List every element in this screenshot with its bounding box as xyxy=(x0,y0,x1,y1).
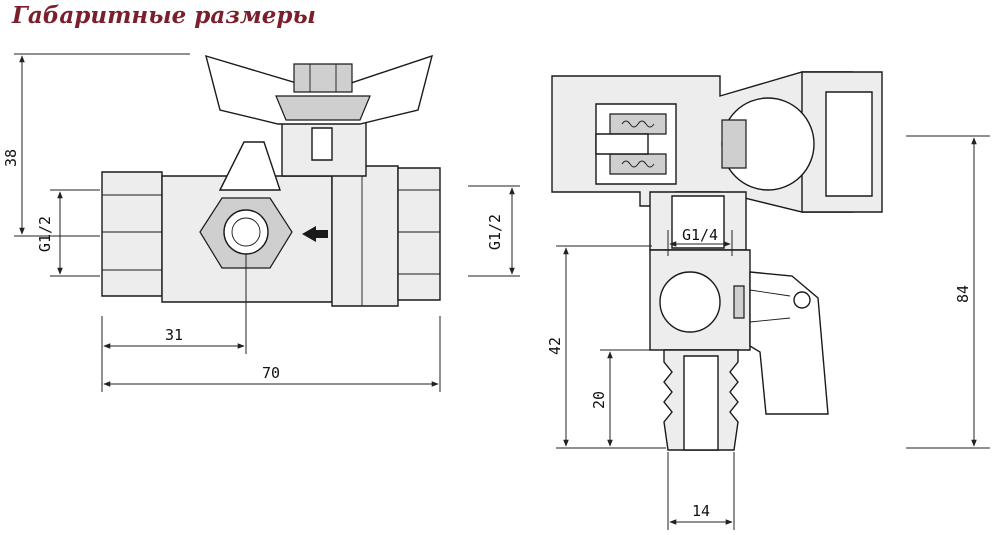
dim-spigot-20: 20 xyxy=(590,391,608,409)
dim-diameter-14: 14 xyxy=(692,502,710,520)
dim-thread-left: G1/2 xyxy=(36,216,54,252)
dim-height-38: 38 xyxy=(2,149,20,167)
right-dimensions xyxy=(556,135,990,530)
drawing-title: Габаритные размеры xyxy=(12,2,316,29)
dim-offset-31: 31 xyxy=(165,326,183,344)
dim-thread-g14: G1/4 xyxy=(682,226,718,244)
dim-length-70: 70 xyxy=(262,364,280,382)
dim-height-42: 42 xyxy=(546,337,564,355)
dim-height-84: 84 xyxy=(954,285,972,303)
valve-section-view xyxy=(551,71,883,451)
left-dimensions xyxy=(14,53,520,392)
dim-thread-right: G1/2 xyxy=(486,214,504,250)
valve-front-view xyxy=(101,54,441,307)
